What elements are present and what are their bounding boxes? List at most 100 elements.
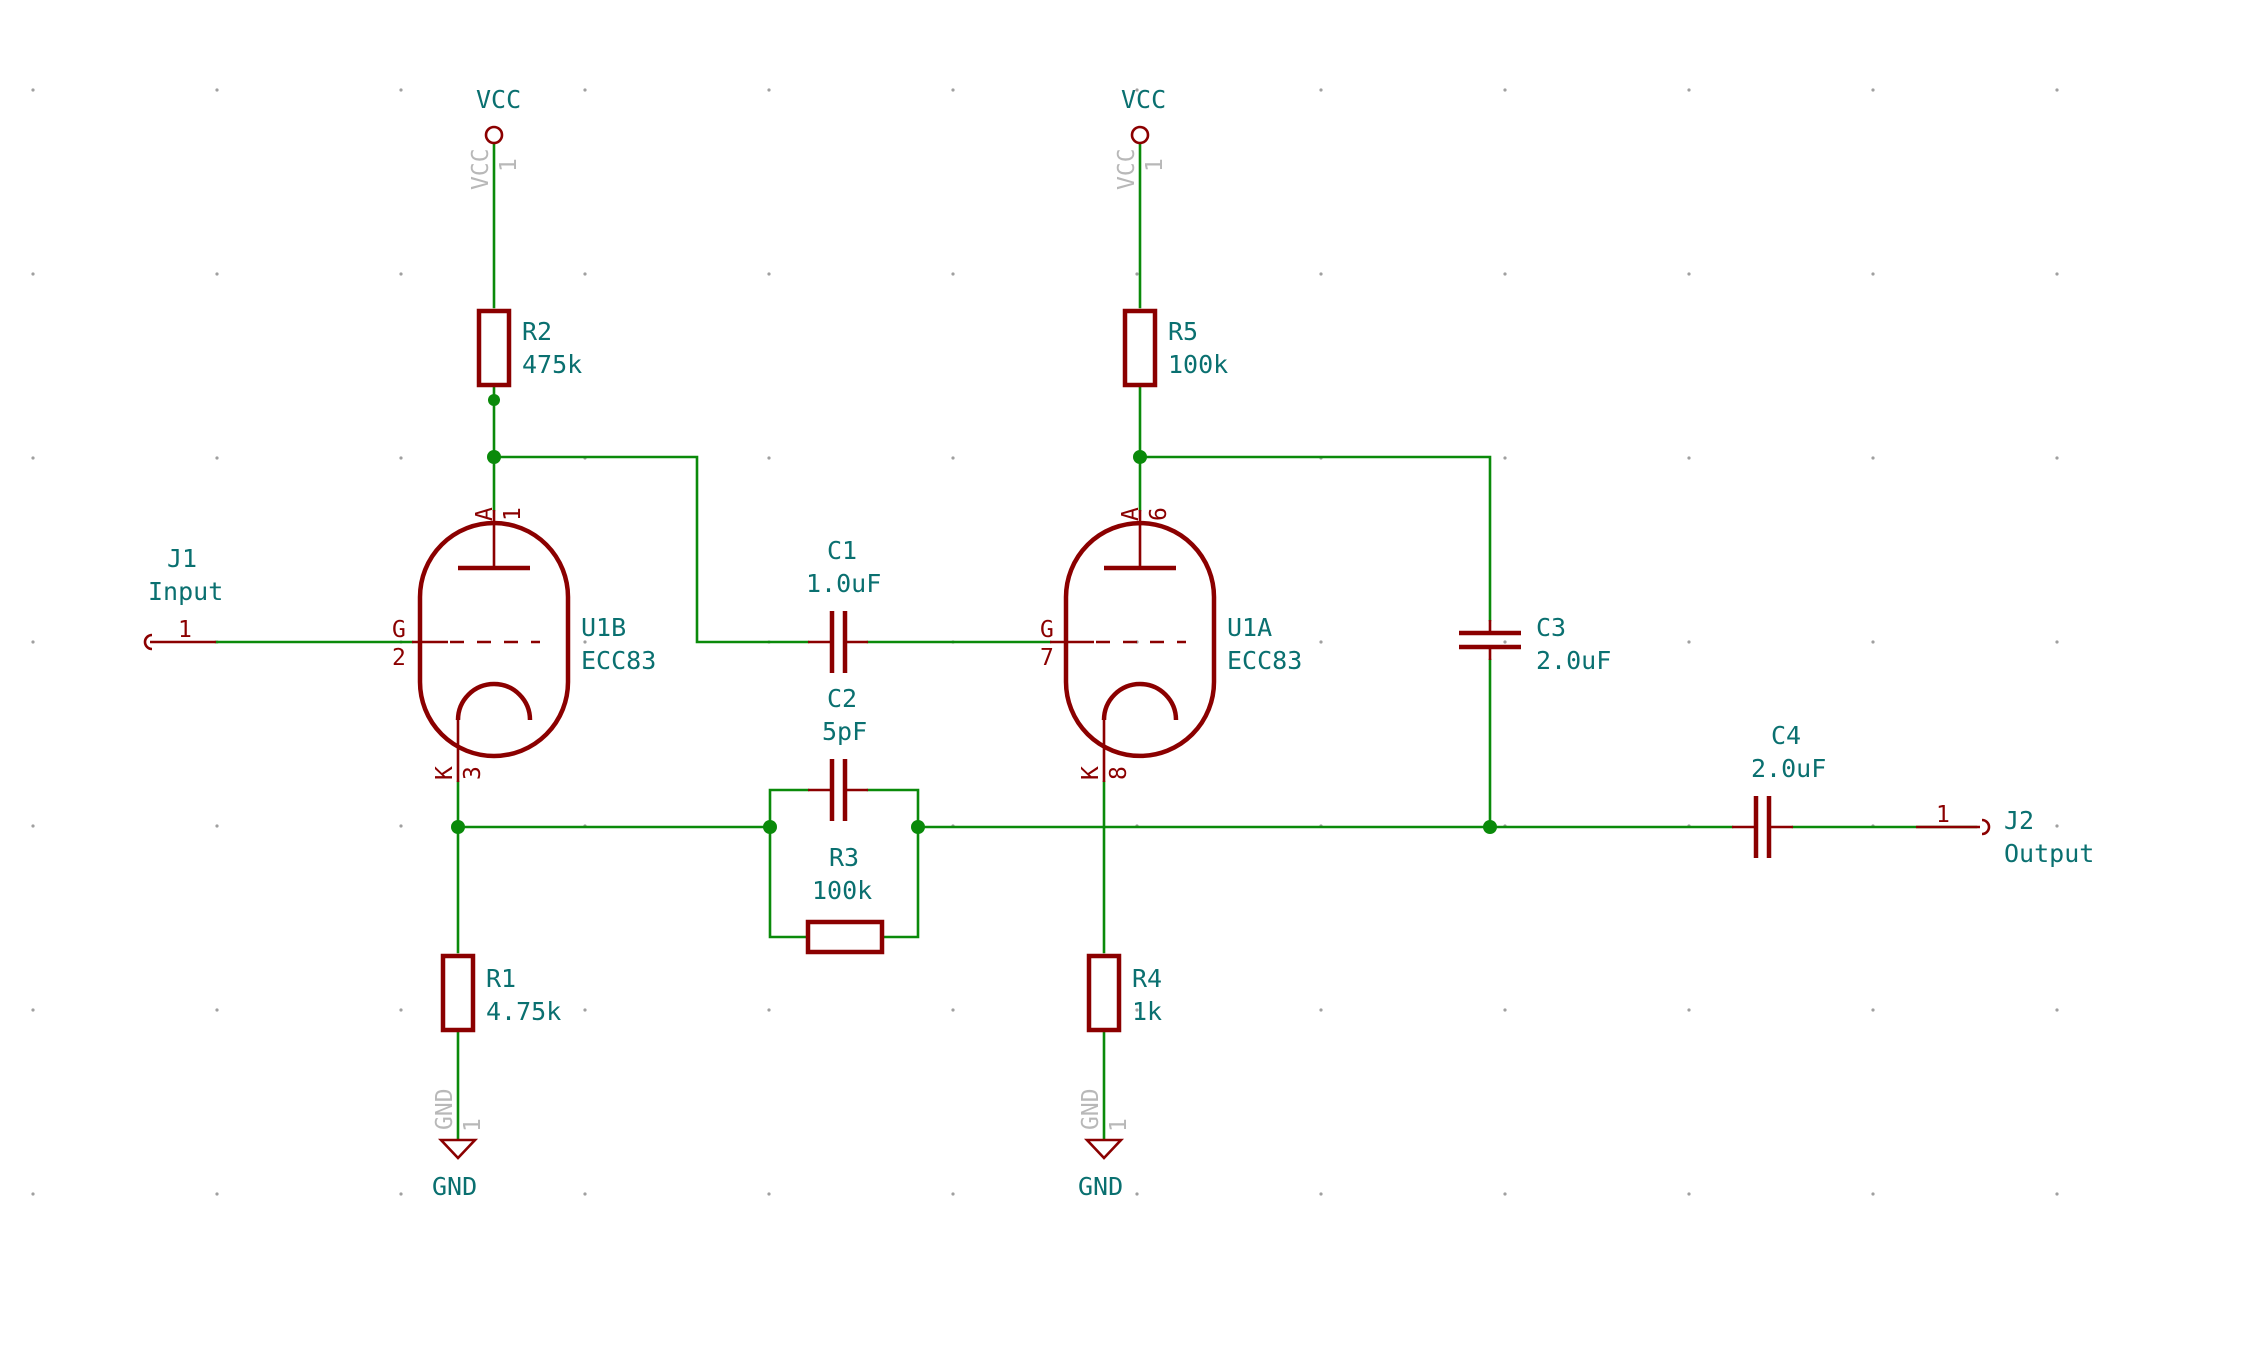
connector-j2[interactable]: 1 J2 Output bbox=[1916, 802, 2094, 868]
grid-dot bbox=[1687, 640, 1691, 644]
connector-j1[interactable]: 1 J1 Input bbox=[143, 544, 223, 651]
grid-dot bbox=[1319, 640, 1323, 644]
junction-anode-u1a bbox=[1133, 450, 1147, 464]
grid-dot bbox=[215, 1008, 219, 1012]
grid-dot bbox=[31, 456, 35, 460]
r1-ref: R1 bbox=[486, 964, 516, 993]
resistor-r2[interactable]: R2 475k bbox=[476, 308, 582, 388]
u1a-pin-letter-grid: G bbox=[1040, 617, 1054, 643]
grid-dot bbox=[767, 1192, 771, 1196]
c3-value: 2.0uF bbox=[1536, 646, 1611, 675]
resistor-r5[interactable]: R5 100k bbox=[1122, 308, 1228, 388]
grid-dot bbox=[31, 1008, 35, 1012]
grid-dot bbox=[1503, 272, 1507, 276]
grid-dot bbox=[399, 824, 403, 828]
c2-ref: C2 bbox=[827, 684, 857, 713]
grid-dot bbox=[1687, 272, 1691, 276]
grid-dot bbox=[583, 272, 587, 276]
grid-dot bbox=[215, 272, 219, 276]
grid-dot bbox=[31, 824, 35, 828]
grid-dot bbox=[767, 88, 771, 92]
grid-dot bbox=[2055, 824, 2059, 828]
c3-ref: C3 bbox=[1536, 613, 1566, 642]
vcc-symbol-left[interactable]: VCC VCC 1 bbox=[468, 85, 522, 190]
resistor-r3[interactable]: R3 100k bbox=[805, 843, 885, 955]
r4-value: 1k bbox=[1132, 997, 1162, 1026]
grid-dot bbox=[1135, 1192, 1139, 1196]
grid-dot bbox=[399, 1008, 403, 1012]
r3-ref: R3 bbox=[829, 843, 859, 872]
grid-dot bbox=[31, 88, 35, 92]
grid-dot bbox=[951, 272, 955, 276]
grid-dot bbox=[399, 272, 403, 276]
u1a-pin-number-grid: 7 bbox=[1040, 645, 1054, 671]
grid-dot bbox=[1871, 272, 1875, 276]
junction-c3-output bbox=[1483, 820, 1497, 834]
grid-dot bbox=[1503, 640, 1507, 644]
u1a-pin-letter-cathode: K bbox=[1078, 766, 1104, 780]
resistor-r4[interactable]: R4 1k bbox=[1086, 953, 1162, 1033]
grid-dot bbox=[1135, 272, 1139, 276]
grid-dot bbox=[399, 1192, 403, 1196]
capacitor-c3[interactable]: C3 2.0uF bbox=[1459, 613, 1611, 675]
grid-dot bbox=[2055, 272, 2059, 276]
grid-dot bbox=[215, 88, 219, 92]
wire-anode-u1a-c3 bbox=[1138, 455, 1492, 622]
capacitor-c1[interactable]: C1 1.0uF bbox=[806, 536, 881, 673]
grid-dot bbox=[399, 88, 403, 92]
u1a-pin-number-cathode: 8 bbox=[1106, 766, 1132, 780]
junction-feedback-left bbox=[763, 820, 777, 834]
grid-dot bbox=[767, 456, 771, 460]
grid-dot bbox=[2055, 640, 2059, 644]
wire-anode-u1b-c1 bbox=[492, 455, 810, 644]
grid-dot bbox=[1871, 640, 1875, 644]
vcc-symbol-right[interactable]: VCC VCC 1 bbox=[1114, 85, 1168, 190]
r1-value: 4.75k bbox=[486, 997, 561, 1026]
grid-dot bbox=[399, 456, 403, 460]
triode-u1a[interactable]: A 6 G 7 K 8 U1A ECC83 bbox=[1040, 507, 1302, 782]
vcc-pin-name-right: VCC bbox=[1114, 148, 1140, 190]
resistor-r1[interactable]: R1 4.75k bbox=[440, 953, 561, 1033]
grid-dot bbox=[1687, 88, 1691, 92]
grid-dot bbox=[2055, 456, 2059, 460]
gnd-pin-name-right: GND bbox=[1078, 1088, 1104, 1130]
grid-dot bbox=[1319, 272, 1323, 276]
j1-ref: J1 bbox=[167, 544, 197, 573]
gnd-symbol-right[interactable]: GND GND 1 bbox=[1078, 1088, 1132, 1201]
u1a-ref: U1A bbox=[1227, 613, 1272, 642]
c4-ref: C4 bbox=[1771, 721, 1801, 750]
c1-ref: C1 bbox=[827, 536, 857, 565]
grid-dot bbox=[1687, 456, 1691, 460]
grid-dot bbox=[1871, 456, 1875, 460]
grid-dot bbox=[1135, 1008, 1139, 1012]
grid-dot bbox=[1871, 1192, 1875, 1196]
grid-dot bbox=[951, 88, 955, 92]
capacitor-c4[interactable]: C4 2.0uF bbox=[1732, 721, 1826, 858]
wires bbox=[214, 143, 1978, 1142]
r3-value: 100k bbox=[812, 876, 872, 905]
r4-ref: R4 bbox=[1132, 964, 1162, 993]
grid-dot bbox=[1871, 88, 1875, 92]
u1a-pin-letter-anode: A bbox=[1118, 507, 1144, 521]
u1b-pin-number-grid: 2 bbox=[392, 645, 406, 671]
gnd-symbol-left[interactable]: GND GND 1 bbox=[432, 1088, 486, 1201]
junction-r2-pin bbox=[488, 394, 500, 406]
u1a-value: ECC83 bbox=[1227, 646, 1302, 675]
junctions bbox=[451, 394, 1497, 834]
junction-cathode-u1b bbox=[451, 820, 465, 834]
triode-u1b[interactable]: A 1 G 2 K 3 U1B ECC83 bbox=[392, 507, 656, 782]
grid-dot bbox=[31, 272, 35, 276]
grid-dot bbox=[1503, 88, 1507, 92]
grid-dot bbox=[215, 1192, 219, 1196]
u1b-value: ECC83 bbox=[581, 646, 656, 675]
grid-dot bbox=[1687, 1192, 1691, 1196]
capacitor-c2[interactable]: C2 5pF bbox=[808, 684, 868, 821]
wire-r3-right bbox=[880, 825, 920, 939]
u1b-pin-letter-grid: G bbox=[392, 617, 406, 643]
grid-dot bbox=[1503, 1008, 1507, 1012]
grid-dot bbox=[1503, 1192, 1507, 1196]
r2-ref: R2 bbox=[522, 317, 552, 346]
grid-dot bbox=[1871, 1008, 1875, 1012]
grid-dot bbox=[583, 640, 587, 644]
